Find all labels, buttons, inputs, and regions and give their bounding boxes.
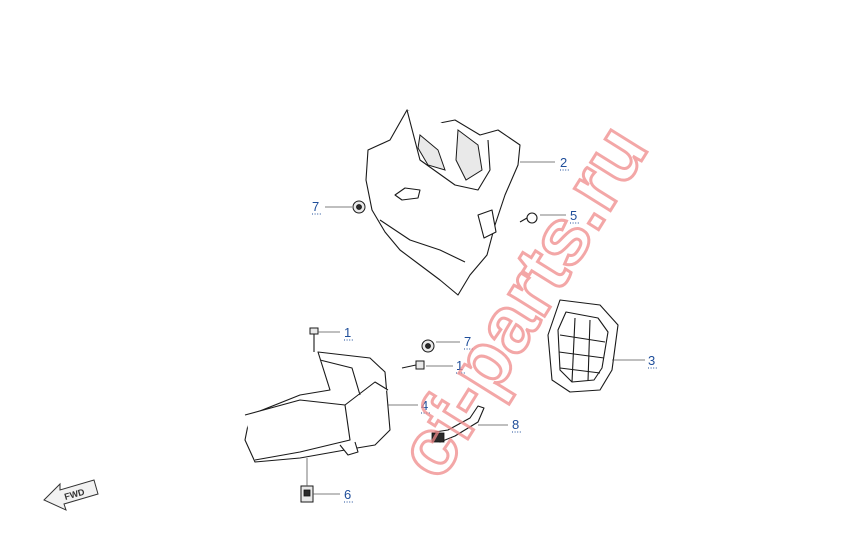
part-6-clip-nut xyxy=(300,485,314,503)
part-8-bracket xyxy=(431,405,485,443)
callout-2: 2 xyxy=(560,155,570,171)
svg-text:5: 5 xyxy=(570,208,577,223)
callout-8: 8 xyxy=(512,417,522,433)
svg-text:2: 2 xyxy=(560,155,567,170)
callout-5: 5 xyxy=(570,208,580,224)
part-1-screw-lower xyxy=(401,360,425,370)
callout-4: 4 xyxy=(421,398,431,414)
svg-text:4: 4 xyxy=(421,398,428,413)
part-2-headlight-fairing xyxy=(365,109,521,296)
callout-1-lower: 1 xyxy=(456,358,466,374)
svg-text:1: 1 xyxy=(344,325,351,340)
part-3-grille-panel xyxy=(547,299,619,393)
callout-7-upper: 7 xyxy=(312,199,322,215)
svg-text:6: 6 xyxy=(344,487,351,502)
callout-1-upper: 1 xyxy=(344,325,354,341)
svg-text:7: 7 xyxy=(464,334,471,349)
part-1-screw-upper xyxy=(309,327,319,352)
callout-6: 6 xyxy=(344,487,354,503)
callout-3: 3 xyxy=(648,353,658,369)
part-4-lower-housing xyxy=(244,351,391,463)
part-7-nut-lower xyxy=(421,339,435,353)
part-5-clip xyxy=(519,212,538,224)
svg-text:8: 8 xyxy=(512,417,519,432)
part-7-nut-upper xyxy=(352,200,366,214)
svg-text:3: 3 xyxy=(648,353,655,368)
forward-arrow-icon: FWD xyxy=(43,479,99,511)
callout-7-lower: 7 xyxy=(464,334,474,350)
svg-text:7: 7 xyxy=(312,199,319,214)
leader-lines xyxy=(306,161,645,495)
svg-text:1: 1 xyxy=(456,358,463,373)
